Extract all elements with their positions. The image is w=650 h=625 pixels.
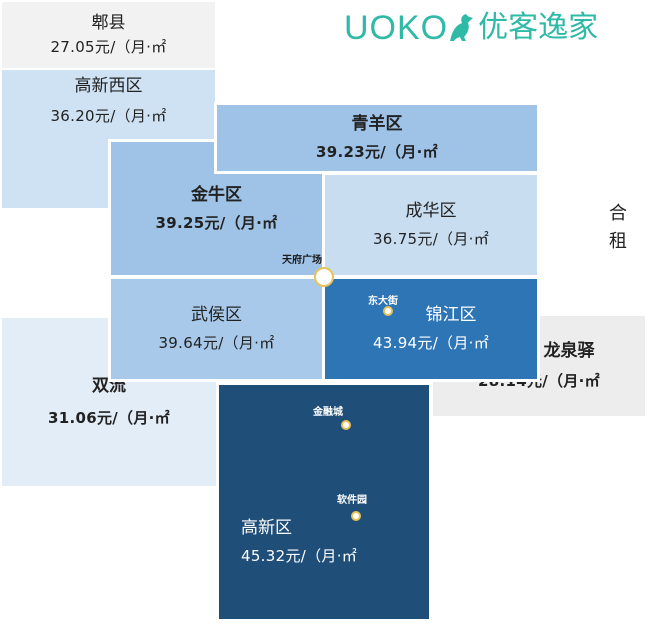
district-wuhou: 武侯区 39.64元/（月·㎡	[108, 276, 325, 382]
district-price: 43.94元/（月·㎡	[372, 334, 490, 352]
district-price: 39.25元/（月·㎡	[155, 213, 278, 232]
district-price: 39.64元/（月·㎡	[158, 334, 275, 352]
dongdajie-marker	[383, 306, 393, 316]
uoko-logo: UOKO 优客逸家	[344, 8, 598, 48]
dongdajie-label: 东大街	[368, 296, 398, 307]
tianfu-square-label: 天府广场	[282, 255, 322, 266]
shared-rent-char-2: 租	[609, 231, 627, 252]
district-name: 高新西区	[74, 76, 143, 96]
district-jinjiang: 锦江区 43.94元/（月·㎡	[322, 276, 540, 382]
district-name: 高新区	[241, 518, 292, 538]
district-price: 27.05元/（月·㎡	[50, 38, 167, 56]
ruanjianyuan-marker	[351, 511, 361, 521]
shared-rent-label: 合 租	[606, 200, 630, 256]
district-price: 36.20元/（月·㎡	[50, 107, 167, 125]
logo-latin-text: UOKO	[344, 9, 449, 47]
district-name: 锦江区	[425, 305, 477, 325]
district-pixian: 郫县 27.05元/（月·㎡	[2, 2, 215, 68]
district-name: 青羊区	[351, 114, 403, 134]
district-price: 39.23元/（月·㎡	[316, 143, 438, 161]
district-price: 31.06元/（月·㎡	[48, 409, 170, 427]
jinrongcheng-label: 金融城	[313, 407, 343, 418]
ruanjianyuan-label: 软件园	[337, 495, 367, 506]
district-name: 龙泉驿	[543, 341, 595, 361]
district-name: 金牛区	[191, 184, 242, 205]
district-name: 郫县	[91, 13, 126, 33]
district-price: 36.75元/（月·㎡	[372, 230, 490, 248]
district-gaoxin: 高新区 45.32元/（月·㎡	[216, 382, 432, 622]
district-price: 45.32元/（月·㎡	[241, 547, 358, 565]
district-name: 武侯区	[191, 305, 242, 325]
logo-cjk-text: 优客逸家	[478, 10, 599, 45]
district-chenghua: 成华区 36.75元/（月·㎡	[322, 172, 540, 278]
tianfu-square-marker	[314, 267, 334, 287]
jinrongcheng-marker	[341, 420, 351, 430]
district-name: 成华区	[405, 201, 457, 221]
horse-icon	[450, 14, 474, 41]
shared-rent-char-1: 合	[609, 203, 627, 224]
district-qingyang: 青羊区 39.23元/（月·㎡	[214, 102, 540, 174]
